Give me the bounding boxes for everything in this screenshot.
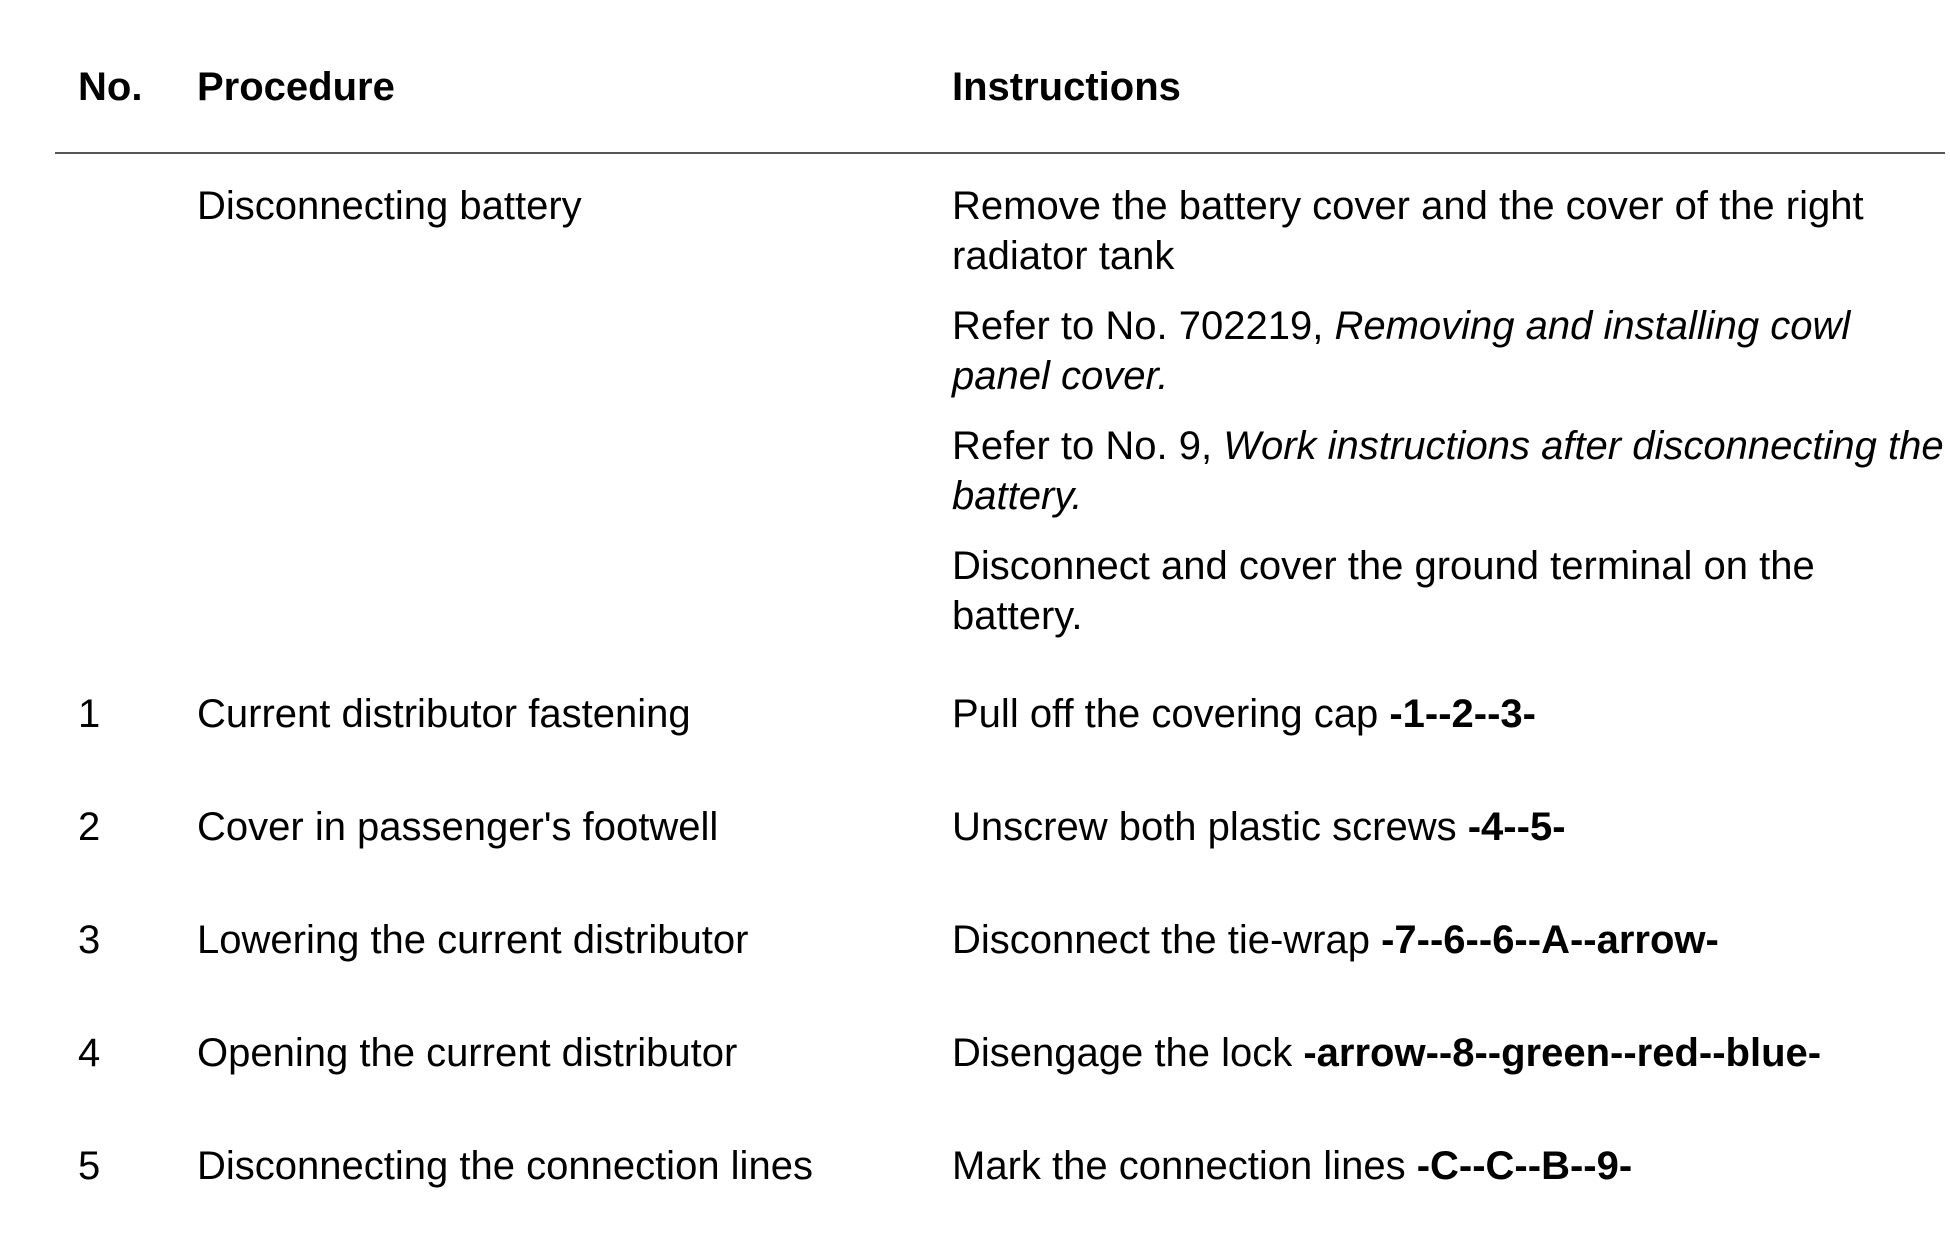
- row-procedure: Disconnecting the connection lines: [197, 1144, 813, 1188]
- table-header: No. Procedure Instructions: [55, 48, 1945, 154]
- item-references: -7--6--6--A--arrow-: [1381, 918, 1719, 962]
- row-number: 3: [78, 918, 101, 962]
- row-procedure: Opening the current distributor: [197, 1031, 738, 1075]
- instruction-paragraph: Remove the battery cover and the cover o…: [952, 184, 1864, 278]
- header-procedure: Procedure: [197, 65, 395, 109]
- header-instructions: Instructions: [952, 65, 1181, 109]
- item-references: -C--C--B--9-: [1416, 1144, 1633, 1188]
- header-no: No.: [78, 65, 143, 109]
- reference-title: Work instructions after disconnecting th…: [952, 424, 1944, 518]
- item-references: -4--5-: [1467, 805, 1566, 849]
- row-procedure: Current distributor fastening: [197, 692, 691, 736]
- row-number: 2: [78, 805, 101, 849]
- row-instruction: Mark the connection lines -C--C--B--9-: [952, 1141, 1945, 1254]
- table-row: 2 Cover in passenger's footwell Unscrew …: [55, 802, 1945, 915]
- row-instruction: Disconnect the tie-wrap -7--6--6--A--arr…: [952, 915, 1945, 1028]
- table-row: 1 Current distributor fastening Pull off…: [55, 689, 1945, 802]
- procedure-table: No. Procedure Instructions Disconnecting…: [55, 48, 1945, 1254]
- row-instruction: Disengage the lock -arrow--8--green--red…: [952, 1028, 1945, 1141]
- instruction-paragraph: Disconnect and cover the ground terminal…: [952, 544, 1815, 638]
- row-instruction: Pull off the covering cap -1--2--3-: [952, 689, 1945, 802]
- document-page: No. Procedure Instructions Disconnecting…: [55, 65, 1945, 1188]
- row-number: 5: [78, 1144, 101, 1188]
- row-procedure: Disconnecting battery: [197, 184, 582, 228]
- row-procedure: Cover in passenger's footwell: [197, 805, 719, 849]
- instruction-text: Pull off the covering cap: [952, 692, 1390, 736]
- table-row: 5 Disconnecting the connection lines Mar…: [55, 1141, 1945, 1254]
- row-procedure: Lowering the current distributor: [197, 918, 749, 962]
- item-references: -arrow--8--green--red--blue-: [1303, 1031, 1822, 1075]
- row-instruction: Unscrew both plastic screws -4--5-: [952, 802, 1945, 915]
- reference-prefix: Refer to No. 702219,: [952, 304, 1335, 348]
- reference-prefix: Refer to No. 9,: [952, 424, 1224, 468]
- instruction-text: Mark the connection lines: [952, 1144, 1417, 1188]
- row-instructions: Remove the battery cover and the cover o…: [952, 181, 1945, 689]
- table-row: 4 Opening the current distributor Diseng…: [55, 1028, 1945, 1141]
- instruction-text: Disconnect the tie-wrap: [952, 918, 1382, 962]
- reference-title: Removing and installing cowl panel cover…: [952, 304, 1851, 398]
- instruction-paragraph: Refer to No. 702219, Removing and instal…: [952, 301, 1945, 401]
- row-number: 4: [78, 1031, 101, 1075]
- table-row-intro: Disconnecting battery Remove the battery…: [55, 154, 1945, 689]
- instruction-text: Disengage the lock: [952, 1031, 1304, 1075]
- row-no-empty: [55, 181, 197, 689]
- table-row: 3 Lowering the current distributor Disco…: [55, 915, 1945, 1028]
- row-number: 1: [78, 692, 101, 736]
- instruction-text: Unscrew both plastic screws: [952, 805, 1468, 849]
- instruction-paragraph: Refer to No. 9, Work instructions after …: [952, 421, 1945, 521]
- item-references: -1--2--3-: [1389, 692, 1536, 736]
